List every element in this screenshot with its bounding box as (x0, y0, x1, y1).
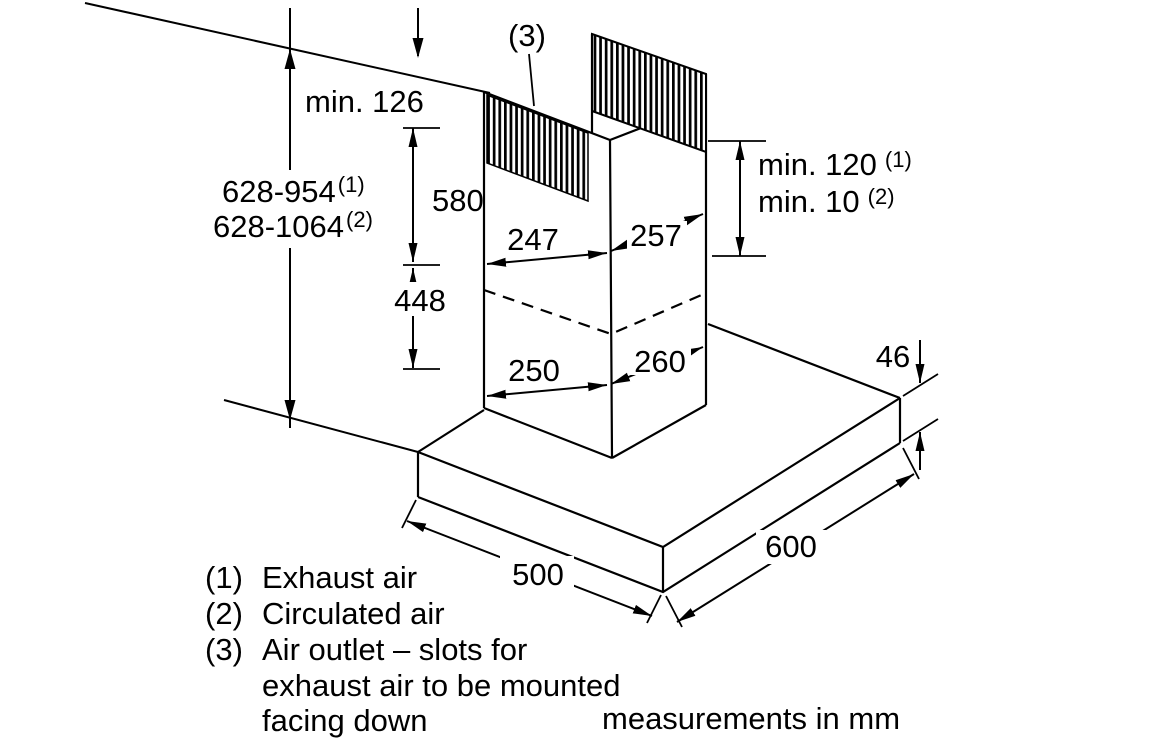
dim-label-500: 500 (512, 557, 564, 592)
dim-label-247: 247 (507, 222, 559, 257)
dim-label-600: 600 (765, 529, 817, 564)
dim-label-250: 250 (508, 353, 560, 388)
label-mask (500, 556, 574, 592)
dimension-labels: (3) min. 126 628-954(1) 628-1064(2) 580 … (213, 18, 912, 592)
dim-line-247 (486, 250, 608, 267)
floor-line (223, 399, 419, 453)
legend-item-3-cont-2: facing down (262, 703, 427, 738)
telescopic-joint-dashed-line (483, 288, 707, 336)
dim-label-448: 448 (394, 283, 446, 318)
label-mask (386, 282, 454, 316)
label-mask (756, 530, 826, 564)
legend-item-1: (1)Exhaust air (205, 560, 417, 595)
legend-item-3: (3)Air outlet – slots for (205, 632, 527, 667)
label-mask (205, 170, 405, 248)
legend-item-3-cont-1: exhaust air to be mounted (262, 668, 620, 703)
legend-item-2: (2)Circulated air (205, 596, 445, 631)
arrowhead-down (284, 400, 296, 420)
dim-line-250 (486, 382, 608, 399)
callout-3-label: (3) (508, 18, 546, 53)
rear-slot-panel (591, 32, 707, 154)
air-outlet-slots-front (486, 93, 589, 203)
dim-label-260: 260 (634, 344, 686, 379)
dim-label-min-120: min. 120(1) (758, 147, 912, 182)
ceiling-line (84, 2, 491, 94)
label-mask (629, 347, 691, 375)
chimney (482, 32, 708, 460)
hood-body (416, 322, 902, 594)
dim-label-257: 257 (630, 218, 682, 253)
arrowhead-up (284, 49, 296, 69)
dim-label-min-126: min. 126 (305, 84, 424, 119)
dim-label-46: 46 (876, 339, 910, 374)
arrowhead-down (412, 38, 424, 58)
hood-outline (416, 322, 902, 594)
callout-3-leader (528, 53, 535, 107)
units-note: measurements in mm (602, 701, 900, 736)
label-mask (627, 221, 687, 250)
dim-label-580: 580 (432, 183, 484, 218)
legend: (1)Exhaust air (2)Circulated air (3)Air … (205, 560, 620, 738)
dim-label-min-10: min. 10(2) (758, 184, 895, 219)
dim-label-height-exhaust: 628-954(1) (222, 172, 365, 209)
label-masks (205, 170, 826, 592)
dim-label-height-circulated: 628-1064(2) (213, 207, 373, 244)
reference-lines (84, 2, 491, 453)
